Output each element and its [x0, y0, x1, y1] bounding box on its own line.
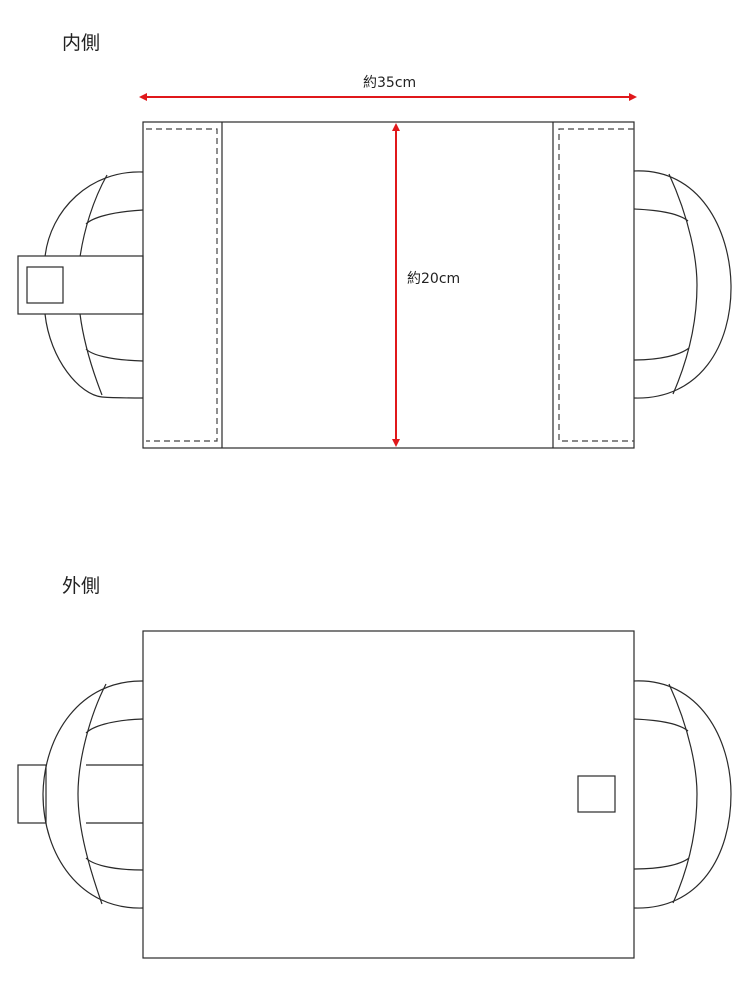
width-label: 約35cm	[363, 75, 416, 91]
inner-view	[17, 121, 732, 449]
left-handle-outer	[42, 680, 144, 909]
inner-body-outline	[142, 121, 635, 449]
outer-side-title: 外側	[62, 575, 101, 597]
left-strap-tab-outer	[17, 764, 47, 824]
height-label: 約20cm	[407, 271, 460, 287]
outer-view	[17, 630, 732, 959]
left-handle-inner	[44, 171, 144, 399]
width-dimension: 約35cm	[139, 75, 637, 101]
height-dimension: 約20cm	[392, 123, 460, 447]
outer-body-outline	[142, 630, 635, 959]
right-handle-outer	[633, 680, 732, 909]
right-pocket-stitch	[558, 128, 634, 442]
inner-side-title: 内側	[62, 32, 101, 54]
right-handle-inner	[633, 170, 732, 399]
snap-button-square-outer	[577, 775, 616, 813]
left-strap-tab	[17, 255, 144, 315]
snap-button-square	[26, 266, 64, 304]
left-pocket-stitch	[146, 128, 218, 442]
